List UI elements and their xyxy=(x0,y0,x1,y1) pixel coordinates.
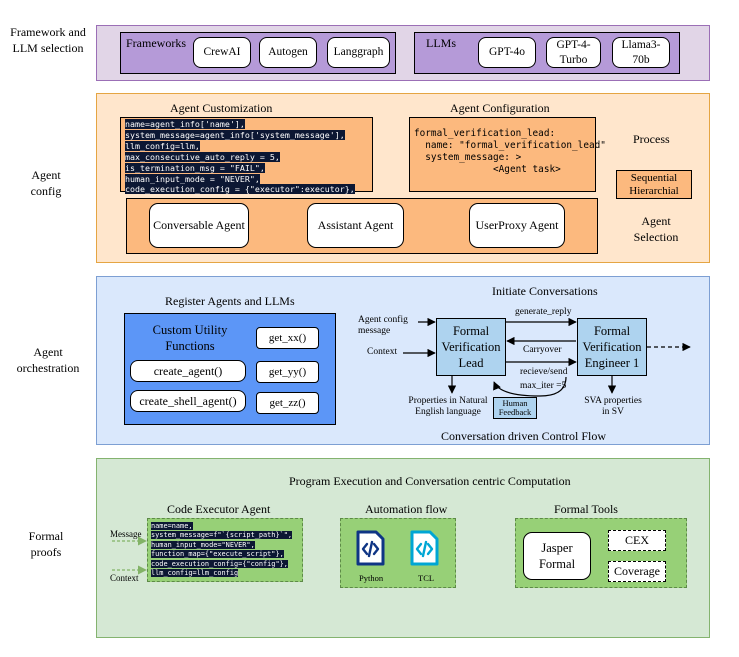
register-title: Register Agents and LLMs xyxy=(165,294,295,308)
executor-code: name=name,system_message=f"`{script_path… xyxy=(151,522,299,578)
configuration-code-line: system_message: > xyxy=(414,152,522,163)
frameworks-title: Frameworks xyxy=(126,36,186,50)
section-label-orchestration: Agent orchestration xyxy=(16,345,80,375)
label-sva: SVA properties in SV xyxy=(584,396,642,417)
executor-message-label: Message xyxy=(110,529,142,539)
llms-title: LLMs xyxy=(426,36,456,50)
label-max-iter: max_iter =5 xyxy=(520,381,567,391)
agent-selection-title: Agent Selection xyxy=(633,214,679,244)
process-title: Process xyxy=(633,132,670,146)
customization-title: Agent Customization xyxy=(170,101,273,115)
customization-code-line: max_consecutive_auto_reply = 5, xyxy=(125,151,280,162)
tcl-file-icon xyxy=(410,530,439,566)
llm-llama3: Llama3-70b xyxy=(612,37,670,68)
executor-code-box: name=name,system_message=f"`{script_path… xyxy=(147,518,303,582)
process-option-hierarchial: Hierarchial xyxy=(629,185,679,197)
customization-code-line: name=agent_info['name'], xyxy=(125,119,245,129)
label-properties-nl: Properties in Natural English language xyxy=(408,396,488,417)
executor-code-line: code_execution_config={"config"}, xyxy=(151,559,288,568)
automation-title: Automation flow xyxy=(365,502,448,516)
python-label: Python xyxy=(359,573,384,583)
fn-get-zz: get_zz() xyxy=(256,392,319,414)
coverage-box: Coverage xyxy=(608,561,666,582)
configuration-code-line: formal_verification_lead: xyxy=(414,128,556,139)
executor-context-label: Context xyxy=(110,573,139,583)
label-generate-reply: generate_reply xyxy=(515,307,572,317)
executor-title: Code Executor Agent xyxy=(167,502,271,516)
human-feedback-box: Human Feedback xyxy=(493,397,537,419)
tcl-label: TCL xyxy=(418,573,435,583)
label-carryover: Carryover xyxy=(523,345,562,355)
agent-assistant: Assistant Agent xyxy=(307,203,404,248)
customization-code-line: llm_config=llm, xyxy=(125,140,200,151)
python-file-icon xyxy=(356,530,385,566)
fn-get-yy: get_yy() xyxy=(256,361,319,383)
llm-gpt4-turbo: GPT-4-Turbo xyxy=(546,37,601,68)
framework-crewai: CrewAI xyxy=(193,37,251,68)
utility-title: Custom Utility Functions xyxy=(152,323,228,353)
framework-autogen: Autogen xyxy=(259,37,317,68)
engineer-agent: Formal Verification Engineer 1 xyxy=(577,318,647,376)
configuration-title: Agent Configuration xyxy=(450,101,550,115)
agent-conversable: Conversable Agent xyxy=(149,203,249,248)
configuration-code: formal_verification_lead: name: "formal_… xyxy=(414,128,606,176)
fn-create-agent: create_agent() xyxy=(130,360,246,382)
process-option-sequential: Sequential xyxy=(630,172,678,184)
customization-code-line: human_input_mode = "NEVER", xyxy=(125,173,260,184)
customization-code-line: code_execution_config = {"executor":exec… xyxy=(125,184,355,195)
input-context: Context xyxy=(367,347,398,357)
agent-userproxy: UserProxy Agent xyxy=(469,203,565,248)
cex-box: CEX xyxy=(608,530,666,551)
executor-code-line: human_input_mode="NEVER", xyxy=(151,540,255,549)
label-recieve-send: recieve/send xyxy=(520,367,568,377)
customization-code-box: name=agent_info['name'],system_message=a… xyxy=(120,117,373,195)
conversation-title: Initiate Conversations xyxy=(492,284,598,298)
customization-code: name=agent_info['name'],system_message=a… xyxy=(125,119,368,195)
configuration-code-line: <Agent task> xyxy=(414,164,561,175)
jasper-formal: Jasper Formal xyxy=(523,532,591,580)
customization-code-line: system_message=agent_info['system_messag… xyxy=(125,129,345,140)
formal-tools-title: Formal Tools xyxy=(554,502,618,516)
executor-code-line: llm_config=llm_config xyxy=(151,569,239,578)
fn-get-xx: get_xx() xyxy=(256,327,319,349)
lead-agent: Formal Verification Lead xyxy=(436,318,506,376)
configuration-code-line: name: "formal_verification_lead" xyxy=(414,140,606,151)
section-label-agent-config: Agent config xyxy=(30,168,62,198)
executor-code-line: function_map={"execute_script"}, xyxy=(151,550,284,559)
proofs-title: Program Execution and Conversation centr… xyxy=(289,474,571,488)
customization-code-line: is_termination_msg = "FAIL", xyxy=(125,162,265,173)
framework-langgraph: Langgraph xyxy=(327,37,390,68)
conversation-footer: Conversation driven Control Flow xyxy=(441,429,606,443)
process-options-box: Sequential Hierarchial xyxy=(616,170,692,199)
fn-create-shell-agent: create_shell_agent() xyxy=(130,390,246,412)
section-label-framework: Framework and LLM selection xyxy=(10,25,86,55)
llm-gpt4o: GPT-4o xyxy=(478,37,536,68)
input-agent-config: Agent config message xyxy=(358,315,408,337)
configuration-code-box: formal_verification_lead: name: "formal_… xyxy=(409,117,606,192)
executor-code-line: name=name, xyxy=(151,522,193,530)
executor-code-line: system_message=f"`{script_path}`", xyxy=(151,531,293,540)
section-label-proofs: Formal proofs xyxy=(28,529,64,559)
